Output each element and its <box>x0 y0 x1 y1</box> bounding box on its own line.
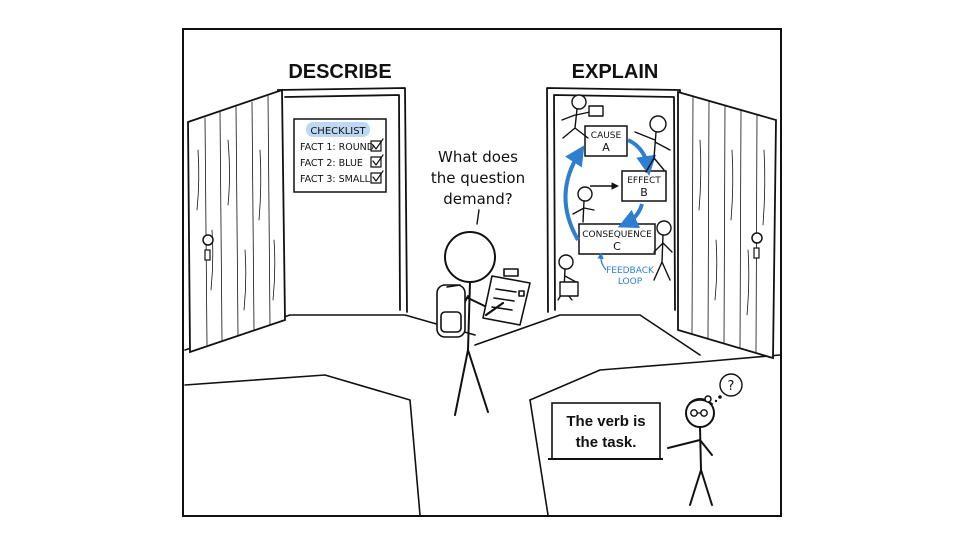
consequence-box <box>578 223 656 255</box>
cause-letter: A <box>602 141 610 154</box>
backpack <box>436 284 466 338</box>
checkbox-icon <box>370 156 382 168</box>
teacher-figure <box>667 395 715 506</box>
explain-door-leaf[interactable] <box>677 90 777 360</box>
effect-label: EFFECT <box>627 176 661 186</box>
cause-box <box>584 125 628 157</box>
door-knob-icon <box>202 234 214 246</box>
whiteboard: The verb is the task. <box>548 402 663 460</box>
consequence-letter: C <box>613 240 621 253</box>
keyhole-icon <box>753 247 760 259</box>
explain-heading: EXPLAIN <box>572 61 659 83</box>
thought-line-2: the question <box>431 169 525 187</box>
board-line-2: the task. <box>576 434 637 451</box>
consequence-label: CONSEQUENCE <box>582 230 652 240</box>
feedback-label-1: FEEDBACK <box>606 266 655 276</box>
effect-letter: B <box>640 186 648 199</box>
thought-line-1: What does <box>438 148 518 166</box>
describe-door-leaf[interactable] <box>187 88 286 354</box>
feedback-label-2: LOOP <box>618 277 643 287</box>
worker-figures <box>557 94 673 301</box>
checklist-item-1: FACT 1: ROUND <box>300 142 374 153</box>
arrow-effect-to-consequence-icon <box>617 203 644 229</box>
clipboard-icon <box>482 268 531 326</box>
board-line-1: The verb is <box>566 413 645 430</box>
checklist-item-2: FACT 2: BLUE <box>300 158 363 169</box>
checklist-card: CHECKLIST FACT 1: ROUND FACT 2: BLUE FAC… <box>293 118 387 193</box>
checkbox-icon <box>370 140 382 152</box>
question-bubble: ? <box>714 373 743 403</box>
checklist-item-3: FACT 3: SMALL <box>300 174 371 185</box>
door-knob-icon <box>751 232 763 244</box>
checklist-title: CHECKLIST <box>310 126 366 137</box>
question-mark: ? <box>728 379 735 394</box>
describe-heading: DESCRIBE <box>288 61 391 83</box>
cause-label: CAUSE <box>591 131 622 141</box>
keyhole-icon <box>204 249 211 261</box>
feedback-arrow-icon <box>597 252 607 271</box>
cause-effect-diagram: CAUSE A EFFECT B CONSEQUENCE C FEEDBACK … <box>563 125 667 287</box>
feedback-loop-arrow-icon <box>563 145 585 241</box>
thought-line-3: demand? <box>443 190 513 208</box>
thought-tail <box>476 209 480 225</box>
checklist-title-highlight <box>306 122 370 137</box>
arrow-cause-to-effect-icon <box>627 138 657 176</box>
effect-box <box>621 170 667 202</box>
checkbox-icon <box>370 172 382 184</box>
